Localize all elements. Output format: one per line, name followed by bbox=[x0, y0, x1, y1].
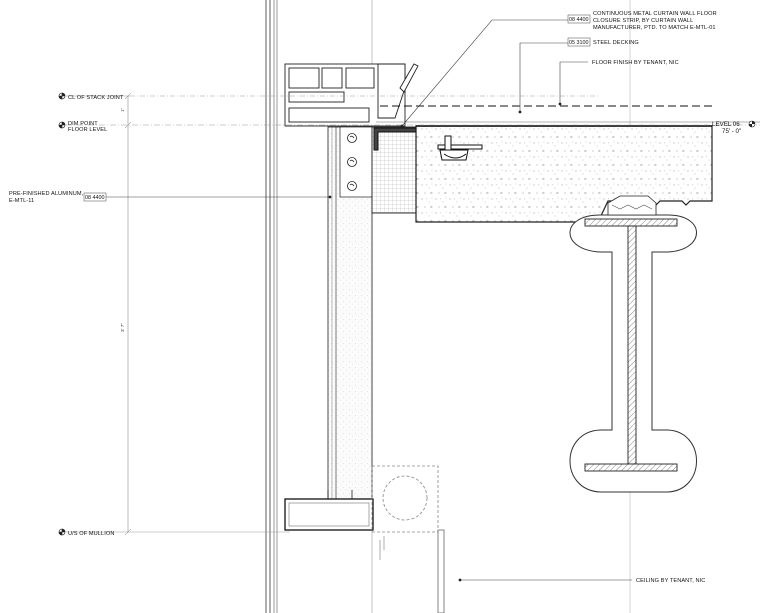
glazing-lines bbox=[265, 0, 278, 613]
aluminum-note-1: PRE-FINISHED ALUMINUM, bbox=[9, 191, 84, 197]
closure-tag: 08 4400 bbox=[569, 17, 589, 23]
aluminum-note-2: E-MTL-11 bbox=[9, 198, 34, 204]
dim-mullion-depth: 3' 7" bbox=[120, 323, 125, 332]
closure-tag-box bbox=[567, 14, 591, 24]
steel-beam bbox=[569, 195, 697, 493]
datum-lines bbox=[66, 95, 760, 533]
closure-note-3: MANUFACTURER, PTD. TO MATCH E-MTL-01 bbox=[593, 25, 716, 31]
leader-dots bbox=[328, 102, 562, 582]
slab-edge-embed bbox=[373, 127, 483, 161]
ceiling-note: CEILING BY TENANT, NIC bbox=[636, 578, 705, 584]
anchor-bolts bbox=[347, 133, 357, 191]
svg-text:LEVEL 06: LEVEL 06 bbox=[712, 121, 740, 128]
decking-tag-box bbox=[567, 37, 591, 47]
ceiling-soffit bbox=[371, 465, 445, 613]
dim-small-gap: 1" bbox=[120, 107, 125, 112]
decking-tag: 05 3100 bbox=[569, 40, 589, 46]
stack-joint-label: CL OF STACK JOINT bbox=[68, 95, 124, 101]
mullion-datum-label: U/S OF MULLION bbox=[68, 531, 114, 537]
mullion-bottom bbox=[284, 490, 374, 531]
dim-point-label-1: DIM POINT bbox=[68, 121, 98, 127]
stack-joint-frame bbox=[284, 63, 419, 127]
aluminum-tag-box bbox=[83, 192, 107, 202]
decking-note: STEEL DECKING bbox=[593, 40, 639, 46]
leader-lines bbox=[85, 19, 632, 581]
closure-note-1: CONTINUOUS METAL CURTAIN WALL FLOOR bbox=[593, 11, 717, 17]
floor-finish-note: FLOOR FINISH BY TENANT, NIC bbox=[592, 60, 679, 66]
level-marker: LEVEL 06 75' - 0" bbox=[712, 120, 756, 135]
dimension-string bbox=[124, 92, 132, 536]
dim-point-label-2: FLOOR LEVEL bbox=[68, 127, 107, 133]
closure-note-2: CLOSURE STRIP, BY CURTAIN WALL bbox=[593, 18, 693, 24]
svg-text:75' - 0": 75' - 0" bbox=[722, 128, 741, 135]
datum-symbols bbox=[58, 92, 66, 536]
firestop-block bbox=[371, 126, 417, 214]
concrete-slab bbox=[415, 125, 713, 223]
aluminum-tag: 08 4400 bbox=[85, 195, 105, 201]
